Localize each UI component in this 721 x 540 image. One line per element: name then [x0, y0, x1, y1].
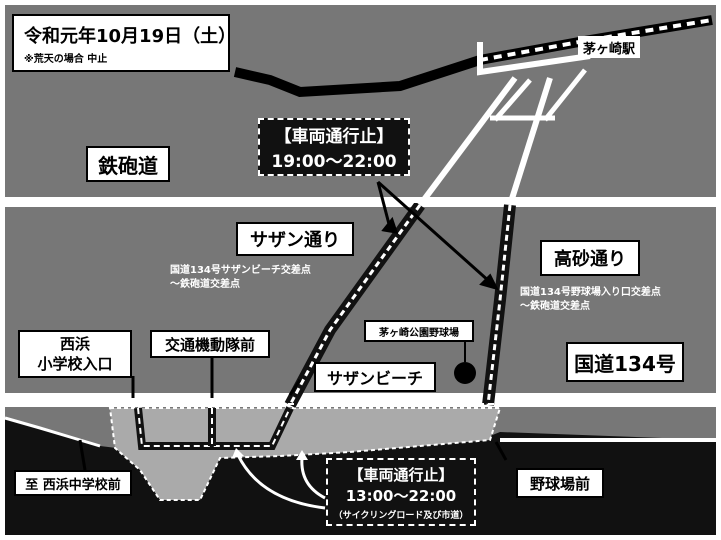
- station-label: 茅ヶ崎駅: [578, 36, 640, 58]
- callout-lines: [78, 356, 508, 471]
- southern-beach-label: サザンビーチ: [314, 362, 436, 392]
- main-closure-label: 【車両通行止】: [274, 127, 394, 147]
- southern-dori-label: サザン通り: [236, 222, 354, 256]
- ballpark-marker: [454, 362, 476, 384]
- to-nishihama-jhs-label: 至 西浜中学校前: [14, 470, 132, 496]
- takasuna-dori-label: 高砂通り: [540, 240, 640, 276]
- coast-closure-box: 【車両通行止】 13:00～22:00 （サイクリングロード及び市道）: [326, 458, 476, 526]
- weather-note: ※荒天の場合 中止: [24, 53, 108, 65]
- closure-arrows: [376, 180, 499, 291]
- yakyujo-mae-label: 野球場前: [516, 468, 604, 498]
- coast-closure-note: （サイクリングロード及び市道）: [333, 510, 469, 521]
- koutsuu-kidoutai-label: 交通機動隊前: [150, 330, 270, 358]
- route134-label: 国道134号: [566, 342, 684, 382]
- station-roads: [417, 68, 587, 207]
- main-closure-time: 19:00～22:00: [271, 152, 397, 172]
- coast-closure-label: 【車両通行止】: [348, 465, 454, 484]
- event-date: 令和元年10月19日（土）: [24, 25, 237, 47]
- southern-section-note: 国道134号サザンビーチ交差点 ～鉄砲道交差点: [170, 265, 311, 290]
- teppodo-label: 鉄砲道: [86, 146, 170, 182]
- main-closure-box: 【車両通行止】 19:00～22:00: [258, 118, 410, 176]
- coast-closure-time: 13:00～22:00: [345, 486, 457, 505]
- beach-arrows: [236, 454, 326, 510]
- takasuna-section-note: 国道134号野球場入り口交差点 ～鉄砲道交差点: [520, 287, 661, 312]
- event-date-box: 令和元年10月19日（土） ※荒天の場合 中止: [12, 14, 236, 72]
- ballpark-label: 茅ヶ崎公園野球場: [364, 320, 474, 342]
- nishihama-entrance-label: 西浜 小学校入口: [18, 330, 132, 378]
- teppodo-road: [5, 197, 716, 207]
- southern-dori-road: [284, 201, 425, 408]
- beach-closure-area: [108, 407, 502, 501]
- station-building: [477, 42, 591, 76]
- takasuna-dori-road: [482, 204, 516, 406]
